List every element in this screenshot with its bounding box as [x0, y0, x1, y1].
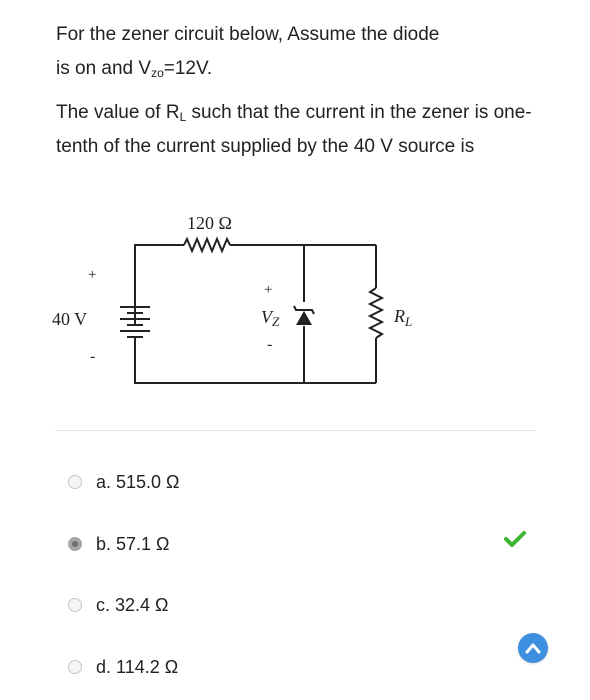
load-label: RL [393, 306, 412, 329]
resistor-120-zigzag [183, 236, 231, 254]
answer-option-b[interactable]: b. 57.1 Ω [68, 532, 170, 556]
source-plus-sign: + [88, 267, 96, 283]
zener-minus-sign: - [267, 336, 272, 353]
answer-option-d[interactable]: d. 114.2 Ω [68, 655, 178, 679]
answer-option-c[interactable]: c. 32.4 Ω [68, 593, 169, 617]
question-line-1: For the zener circuit below, Assume the … [56, 24, 440, 80]
wire-top-left [134, 244, 184, 325]
source-minus-sign: - [90, 348, 95, 365]
source-label: 40 V [52, 309, 87, 329]
chevron-up-icon [525, 643, 541, 654]
answer-option-a[interactable]: a. 515.0 Ω [68, 470, 180, 494]
option-label-a: a. 515.0 Ω [96, 471, 180, 492]
divider [55, 430, 535, 431]
radio-button-c[interactable] [68, 598, 82, 612]
scroll-up-button[interactable] [518, 633, 548, 663]
option-label-c: c. 32.4 Ω [96, 594, 169, 615]
checkmark-icon [504, 531, 526, 547]
zener-voltage-label: VZ [261, 307, 280, 329]
zener-diode-symbol [293, 305, 315, 325]
battery-symbol [120, 306, 150, 338]
resistor-label: 120 Ω [187, 213, 232, 233]
radio-button-d[interactable] [68, 660, 82, 674]
zener-circuit-diagram: 120 Ω + 40 V - + VZ - RL [52, 213, 412, 384]
radio-button-b[interactable] [68, 537, 82, 551]
question-text: For the zener circuit below, Assume the … [56, 18, 536, 172]
question-line-2: The value of RL such that the current in… [56, 102, 532, 157]
radio-button-a[interactable] [68, 475, 82, 489]
wire-bottom [134, 336, 376, 384]
option-label-b: b. 57.1 Ω [96, 533, 170, 554]
zener-plus-sign: + [264, 282, 272, 298]
option-label-d: d. 114.2 Ω [96, 656, 179, 677]
load-resistor-zigzag [367, 287, 385, 339]
